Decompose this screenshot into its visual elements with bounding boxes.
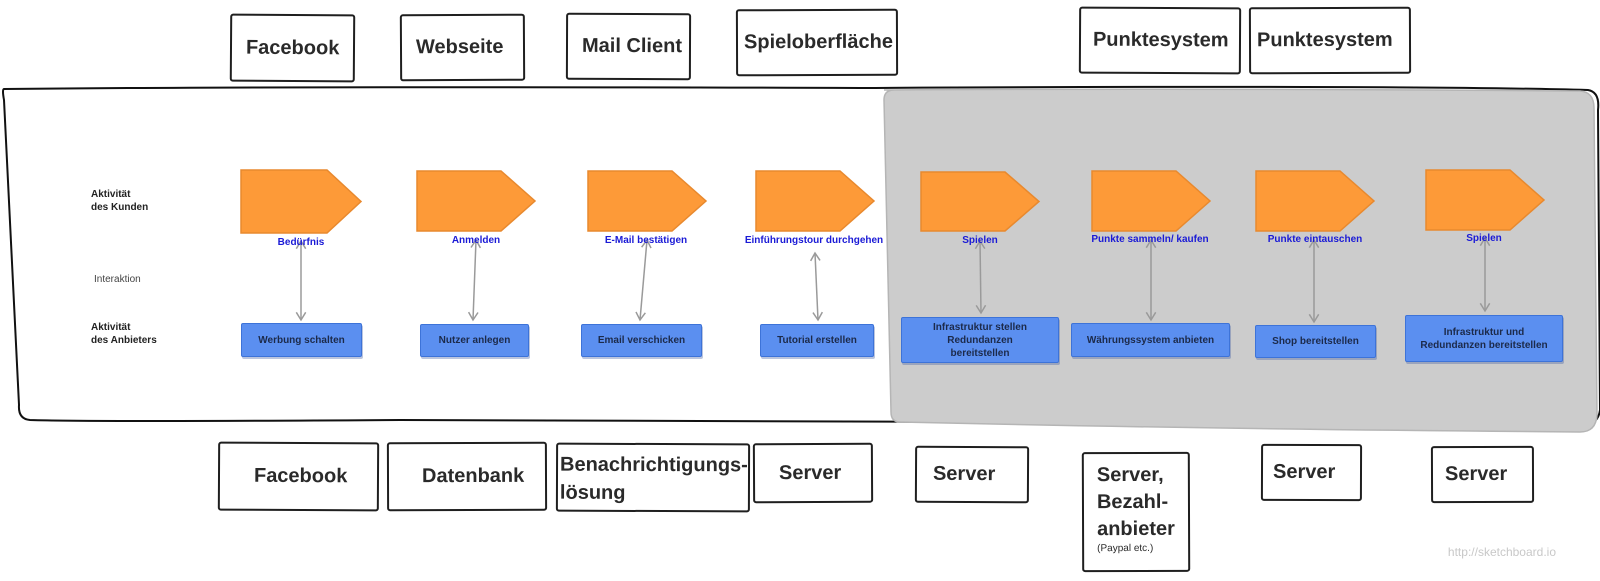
- customer-step-shape: [1425, 169, 1546, 231]
- provider-box: Infrastruktur stellen Redundanzen bereit…: [901, 317, 1059, 363]
- customer-step-label: Spielen: [962, 235, 998, 246]
- provider-box: Werbung schalten: [241, 323, 362, 357]
- customer-step-label: E-Mail bestätigen: [604, 235, 688, 246]
- customer-step-label: Punkte sammeln/ kaufen: [1091, 234, 1209, 245]
- customer-step-label: Einführungstour durchgehen: [744, 235, 884, 246]
- interaction-connector: [974, 239, 987, 315]
- row-label-line: des Kunden: [91, 202, 149, 213]
- watermark: http://sketchboard.io: [1447, 545, 1556, 559]
- row-label-line: Aktivität: [91, 322, 131, 333]
- customer-step-label: Spielen: [1466, 233, 1502, 244]
- resource-label: Server: [1444, 462, 1508, 486]
- resource-box-datenbank: Datenbank: [386, 441, 548, 512]
- customer-step-shape: [587, 170, 708, 232]
- resource-box-server-4: Server: [1430, 445, 1535, 504]
- row-label-line: des Anbieters: [91, 335, 157, 346]
- row-label-line: Interaktion: [94, 274, 141, 285]
- interaction-connector: [1479, 236, 1491, 313]
- channel-label: Mail Client: [581, 34, 683, 58]
- customer-step-shape: [1091, 170, 1212, 232]
- provider-box: Infrastruktur und Redundanzen bereitstel…: [1405, 315, 1563, 362]
- channel-box-facebook: Facebook: [229, 13, 356, 83]
- resource-label: Facebook: [253, 464, 348, 488]
- channel-box-spieloberflaeche: Spieloberfläche: [735, 8, 899, 77]
- connectors-layer: [295, 236, 1491, 324]
- customer-arrows-layer: [240, 169, 1546, 234]
- interaction-connector: [467, 238, 482, 322]
- row-label-customer: Aktivität des Kunden: [91, 188, 148, 214]
- interaction-connector: [295, 239, 307, 322]
- channel-box-punktesystem-2: Punktesystem: [1248, 6, 1412, 75]
- row-label-interaction: Interaktion: [94, 273, 141, 286]
- provider-box: Tutorial erstellen: [760, 324, 874, 357]
- channel-box-mail-client: Mail Client: [565, 12, 692, 81]
- resource-box-facebook: Facebook: [217, 441, 380, 512]
- provider-box: Email verschicken: [581, 324, 702, 357]
- customer-step-shape: [920, 171, 1041, 232]
- resource-box-server-bezahlanbieter: Server, Bezahl- anbieter (Paypal etc.): [1081, 451, 1191, 573]
- resource-label-line: Benachrichtigungs-: [560, 453, 748, 477]
- channel-label: Punktesystem: [1256, 28, 1393, 52]
- channel-box-punktesystem-1: Punktesystem: [1078, 6, 1242, 75]
- gray-zone: [883, 88, 1598, 433]
- interaction-connector: [635, 238, 652, 322]
- provider-box: Nutzer anlegen: [420, 324, 529, 357]
- resource-box-server-3: Server: [1260, 443, 1363, 502]
- channel-label: Spieloberfläche: [743, 30, 893, 54]
- interaction-connector: [1308, 238, 1320, 324]
- row-label-line: Aktivität: [91, 189, 131, 200]
- customer-step-shape: [416, 170, 537, 232]
- channel-box-webseite: Webseite: [399, 13, 526, 82]
- resource-label: Server: [1272, 460, 1336, 484]
- provider-box: Shop bereitstellen: [1255, 325, 1376, 358]
- customer-step-shape: [240, 169, 363, 234]
- resource-label-line: lösung: [559, 481, 626, 504]
- channel-label: Punktesystem: [1092, 28, 1229, 52]
- resource-label-line: anbieter: [1097, 517, 1175, 541]
- resource-label: Datenbank: [421, 464, 525, 488]
- customer-step-label: Anmelden: [451, 235, 501, 246]
- customer-step-label: Punkte eintauschen: [1267, 234, 1363, 245]
- interaction-connector: [809, 251, 824, 322]
- resource-box-benachrichtigungsloesung: Benachrichtigungs- lösung: [555, 442, 751, 513]
- customer-step-shape: [1255, 170, 1376, 232]
- channel-label: Webseite: [415, 35, 504, 59]
- resource-note: (Paypal etc.): [1097, 542, 1154, 555]
- provider-box: Währungssystem anbieten: [1071, 323, 1230, 357]
- interaction-connector: [1145, 238, 1157, 322]
- resource-label: Server: [932, 462, 996, 486]
- resource-label: Server: [778, 461, 842, 484]
- channel-label: Facebook: [245, 36, 340, 59]
- resource-label-line: Server,: [1096, 463, 1164, 487]
- resource-label-line: Bezahl-: [1096, 490, 1169, 514]
- resource-box-server-2: Server: [914, 445, 1030, 504]
- row-label-provider: Aktivität des Anbieters: [91, 321, 157, 347]
- customer-step-label: Bedürfnis: [277, 237, 325, 248]
- customer-step-shape: [755, 170, 876, 232]
- resource-box-server-1: Server: [752, 442, 874, 504]
